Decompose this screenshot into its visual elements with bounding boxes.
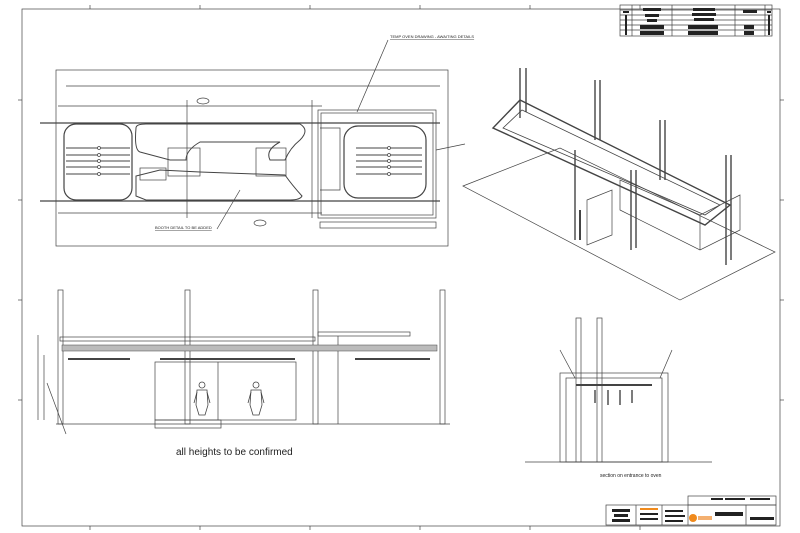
- heights-note: all heights to be confirmed: [176, 447, 293, 458]
- isometric-view: [462, 68, 776, 301]
- revision-table: [619, 4, 773, 37]
- company-logo: [689, 514, 712, 522]
- section-view: [525, 317, 712, 463]
- sheet-border: [21, 8, 781, 527]
- oven-note: TEMP OVEN DRAWING - AWAITING DETAILS: [390, 34, 474, 39]
- human-figure: [247, 381, 265, 416]
- human-figure: [193, 381, 211, 416]
- border-ticks: [18, 5, 784, 530]
- plan-view: [40, 39, 466, 247]
- section-caption: section on entrance to oven: [600, 473, 662, 479]
- booth-note: BOOTH DETAIL TO BE ADDED: [155, 225, 212, 230]
- elevation-view: [37, 289, 450, 435]
- title-block: [605, 495, 777, 526]
